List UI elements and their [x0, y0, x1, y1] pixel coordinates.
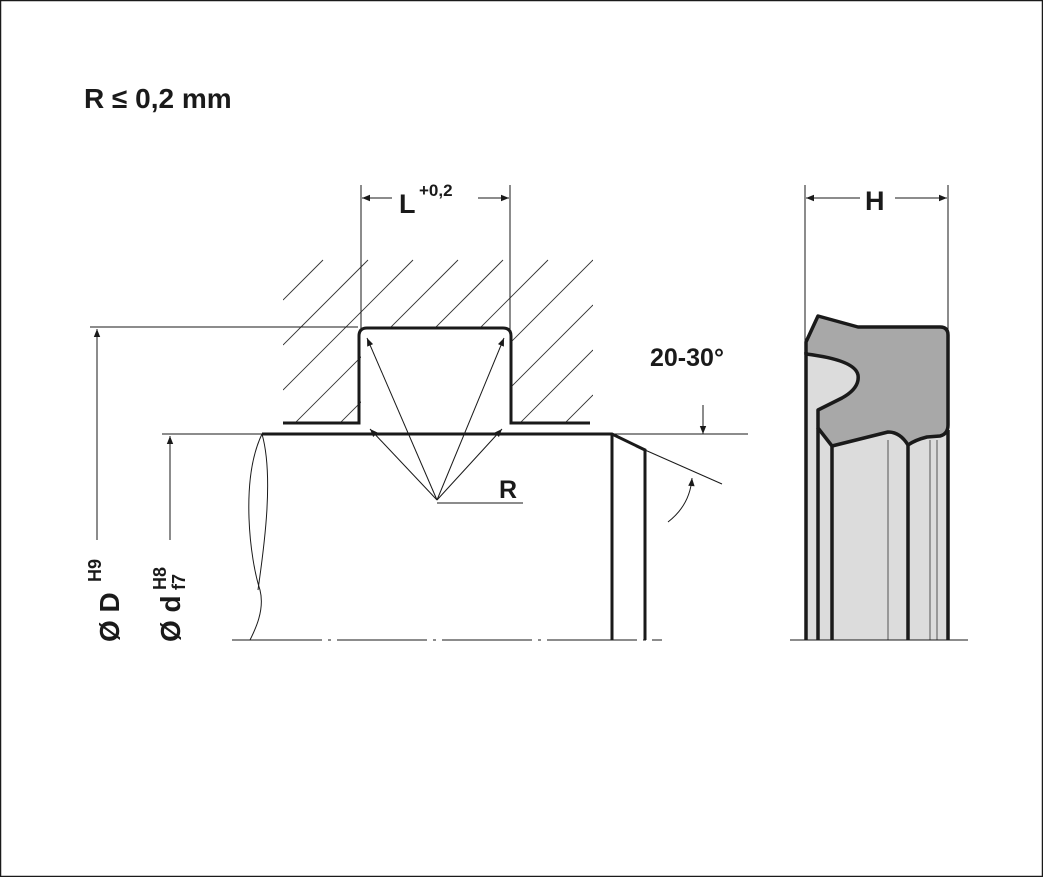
groove-width-label: L [399, 189, 416, 219]
angle-arrow-bottom [667, 477, 695, 523]
radius-label: R [499, 476, 517, 504]
bore-tolerance: H9 [85, 559, 105, 582]
groove-width-tolerance: +0,2 [419, 181, 453, 200]
groove-area [361, 329, 510, 434]
housing-groove-outline [283, 326, 590, 425]
rod-tolerance-upper: H8 [150, 567, 170, 590]
rod-outline [262, 432, 647, 640]
seal-height-label: H [865, 186, 885, 216]
bore-diameter-label: Ø D [94, 592, 125, 642]
rod-tolerance-lower: f7 [169, 574, 189, 590]
rod-diameter-label: Ø d [155, 595, 186, 642]
radius-note: R ≤ 0,2 mm [84, 83, 232, 114]
chamfer-angle-label: 20-30° [650, 344, 724, 372]
rod-break-line [248, 433, 263, 641]
seal-profile [790, 314, 968, 641]
